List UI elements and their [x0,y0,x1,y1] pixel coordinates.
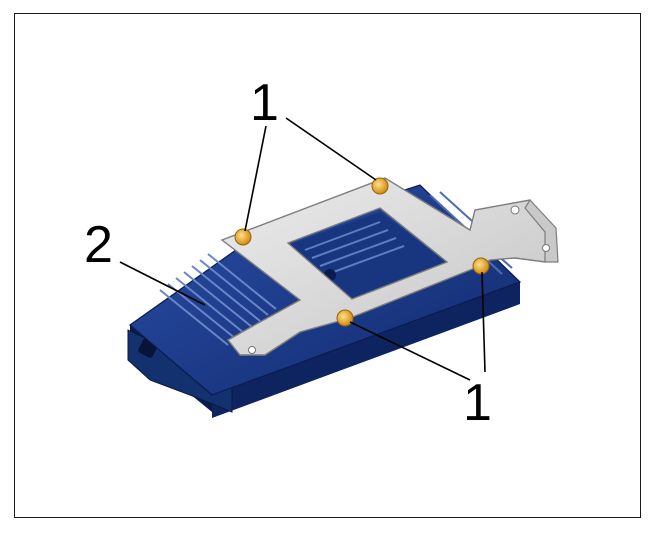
cooling-fins-left [159,253,277,346]
mounting-bracket [220,177,559,356]
callout-1-bottom: 1 [463,374,492,432]
screw-right [472,257,490,275]
leader-1-top-left [244,125,267,232]
leader-1-bottom-right [481,271,486,373]
bracket-tab [524,199,559,263]
bracket-hole [542,244,550,252]
callout-1-top: 1 [250,74,279,132]
leader-1-top-right [285,117,377,181]
callout-2: 2 [84,216,113,274]
screws [234,177,490,327]
housing-side-front [212,282,520,418]
screw-top-left [234,228,252,246]
leader-lines [119,117,486,381]
bracket-hole [248,346,256,354]
screw-bottom [336,309,354,327]
window-fins [304,221,405,275]
leader-1-bottom-left [349,321,471,381]
leader-2 [119,261,206,306]
screw-top-right [371,177,389,195]
bracket-hole [510,205,520,215]
